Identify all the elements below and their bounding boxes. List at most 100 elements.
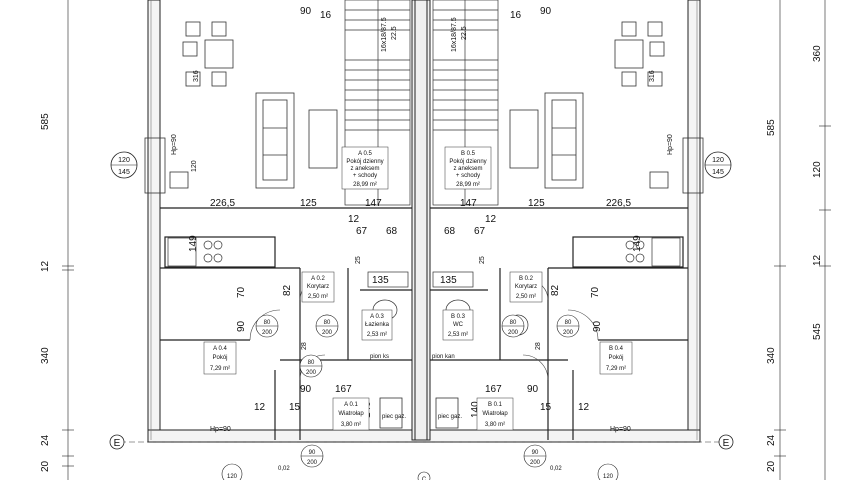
svg-text:90: 90 [540, 6, 552, 17]
svg-text:2,53 m²: 2,53 m² [448, 332, 468, 338]
door-size-80-200-left-a: 80 200 [255, 314, 279, 338]
svg-text:90: 90 [527, 384, 539, 395]
axis-label-e: E [723, 438, 730, 449]
svg-text:80: 80 [510, 320, 517, 326]
outer-walls [147, 0, 701, 443]
windows [144, 137, 704, 194]
svg-text:90: 90 [236, 320, 247, 332]
stairs-right [432, 0, 499, 206]
svg-text:7,29 m²: 7,29 m² [606, 366, 626, 372]
dim-left-20: 20 [40, 460, 51, 472]
axis-marker-e-right: E [718, 434, 734, 450]
svg-text:90: 90 [300, 384, 312, 395]
svg-text:2,50 m²: 2,50 m² [308, 294, 328, 300]
svg-text:28: 28 [301, 342, 308, 350]
door-size-90-200-right: 90 200 [523, 444, 547, 468]
dim-right-120: 120 [812, 161, 823, 178]
room-label-b03: B 0.3 WC 2,53 m² [442, 309, 474, 341]
kitchen-right [625, 237, 681, 267]
svg-text:120: 120 [191, 160, 198, 172]
svg-text:2,50 m²: 2,50 m² [516, 294, 536, 300]
svg-text:125: 125 [300, 198, 317, 209]
svg-text:22.5: 22.5 [391, 26, 398, 40]
svg-text:3,80 m²: 3,80 m² [485, 422, 505, 428]
room-label-a02: A 0.2 Korytarz 2,50 m² [301, 271, 335, 303]
room-label-b02: B 0.2 Korytarz 2,50 m² [509, 271, 543, 303]
level-marker-right: 120 145 [704, 151, 732, 179]
svg-text:Pokój dzienny: Pokój dzienny [449, 159, 486, 165]
svg-text:B 0.2: B 0.2 [519, 276, 534, 282]
svg-text:226,5: 226,5 [606, 198, 631, 209]
svg-text:67: 67 [356, 226, 368, 237]
door-size-90-200-left: 90 200 [300, 444, 324, 468]
svg-text:90: 90 [532, 450, 539, 456]
room-label-a01: A 0.1 Wiatrołap 3,80 m² [332, 397, 370, 431]
svg-text:140: 140 [470, 401, 481, 418]
svg-text:145: 145 [118, 169, 130, 176]
axis-label-e: E [114, 438, 121, 449]
dim-left-24: 24 [40, 434, 51, 446]
svg-text:16x18/87.5: 16x18/87.5 [381, 17, 388, 52]
svg-text:80: 80 [565, 320, 572, 326]
svg-text:3,80 m²: 3,80 m² [341, 422, 361, 428]
room-label-a04: A 0.4 Pokój 7,29 m² [203, 341, 237, 375]
svg-text:A 0.2: A 0.2 [311, 276, 325, 282]
room-label-b01: B 0.1 Wiatrołap 3,80 m² [476, 397, 514, 431]
svg-text:22.5: 22.5 [461, 26, 468, 40]
svg-text:135: 135 [372, 275, 389, 286]
svg-text:145: 145 [712, 169, 724, 176]
dim-right-585: 585 [766, 119, 777, 136]
svg-text:149: 149 [188, 235, 199, 252]
dim-right-12: 12 [812, 254, 823, 266]
svg-text:149: 149 [632, 235, 643, 252]
door-size-80-200-right-a: 80 200 [501, 314, 525, 338]
sofa-right [509, 92, 584, 189]
bottom-marker-120-right: 120 [597, 463, 619, 480]
svg-text:67: 67 [474, 226, 486, 237]
door-size-80-200-left-b: 80 200 [315, 314, 339, 338]
dim-left-340: 340 [40, 347, 51, 364]
svg-text:Pokój: Pokój [212, 355, 227, 361]
svg-text:z aneksem: z aneksem [453, 166, 482, 172]
svg-text:Pokój: Pokój [608, 355, 623, 361]
svg-text:7,29 m²: 7,29 m² [210, 366, 230, 372]
svg-text:Łazienka: Łazienka [365, 322, 390, 328]
svg-text:28,99 m²: 28,99 m² [456, 182, 480, 188]
svg-text:90: 90 [300, 6, 312, 17]
svg-text:135: 135 [440, 275, 457, 286]
kitchen-left [167, 237, 223, 267]
door-size-80-200-left-c: 80 200 [299, 354, 323, 378]
svg-text:Korytarz: Korytarz [515, 284, 537, 290]
dim-right-20: 20 [766, 460, 777, 472]
svg-text:A 0.3: A 0.3 [370, 314, 384, 320]
dining-table-left [182, 21, 234, 87]
svg-text:28: 28 [535, 342, 542, 350]
svg-text:120: 120 [712, 157, 724, 164]
svg-text:147: 147 [460, 198, 477, 209]
svg-text:16x18/87.5: 16x18/87.5 [451, 17, 458, 52]
dim-left-12: 12 [40, 260, 51, 272]
svg-text:Wiatrołap: Wiatrołap [338, 411, 364, 417]
svg-text:Korytarz: Korytarz [307, 284, 329, 290]
svg-text:316: 316 [649, 70, 656, 82]
svg-text:+ schody: + schody [353, 173, 377, 179]
level-002-right: 0,02 [550, 466, 562, 472]
svg-text:167: 167 [485, 384, 502, 395]
svg-text:A 0.5: A 0.5 [358, 151, 372, 157]
svg-text:316: 316 [193, 70, 200, 82]
svg-text:C: C [422, 477, 427, 480]
svg-text:226,5: 226,5 [210, 198, 235, 209]
left-dimension-chain [62, 0, 74, 480]
svg-text:WC: WC [453, 322, 464, 328]
hp90-bottom-left: Hp=90 [210, 426, 231, 433]
svg-text:200: 200 [307, 460, 318, 466]
svg-text:70: 70 [590, 286, 601, 298]
dim-right-24: 24 [766, 434, 777, 446]
right-dimension-chain [774, 0, 831, 480]
svg-text:2,53 m²: 2,53 m² [367, 332, 387, 338]
door-size-80-200-right-b: 80 200 [556, 314, 580, 338]
dim-right-360: 360 [812, 45, 823, 62]
level-002-left: 0,02 [278, 466, 290, 472]
pion-kan-label: pion kan [432, 354, 455, 360]
svg-text:200: 200 [508, 330, 519, 336]
